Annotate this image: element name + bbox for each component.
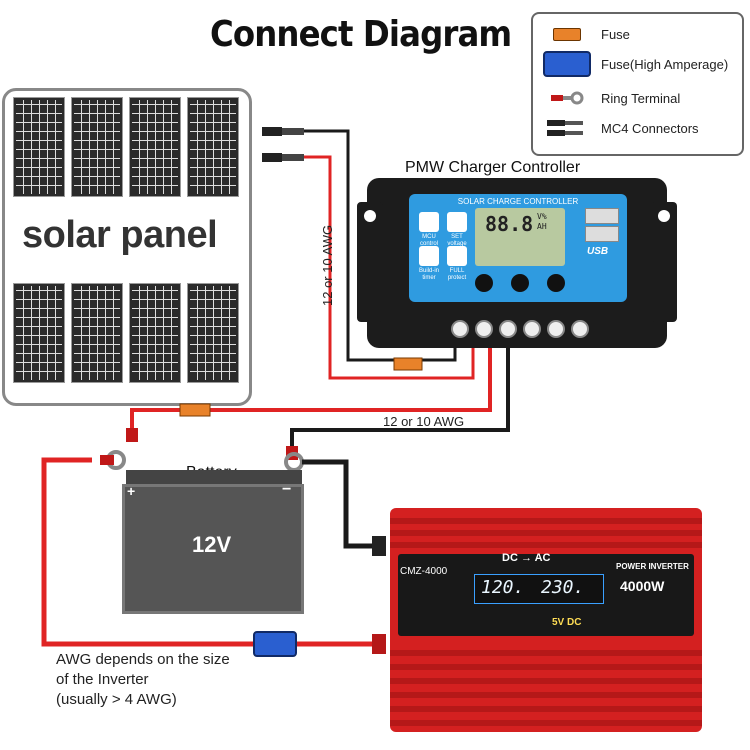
solar-cell [129,283,181,383]
inverter-lcd: 120. 230. [474,574,604,604]
mount-ear [651,202,677,322]
legend: Fuse Fuse(High Amperage) Ring Terminal M… [531,12,744,156]
gear-icon [447,212,467,232]
icon-label: MCU control [419,234,438,247]
screw-terminal [475,320,493,338]
usb-output-label: 5V DC [552,617,582,628]
battery-top [126,470,302,486]
wire-gauge-label: 12 or 10 AWG [383,414,465,429]
ring-terminal-icon [543,91,591,105]
solar-cell [13,283,65,383]
mcu-icon [419,212,439,232]
legend-item-fuse: Fuse [543,22,630,46]
screw-terminal [547,320,565,338]
screw-terminal [451,320,469,338]
battery-voltage: 12V [192,532,232,557]
icon-label: FULL protect [447,268,467,281]
mc4-connector-icon [543,117,591,139]
diagram-title: Connect Diagram [210,14,512,55]
screw-terminal [571,320,589,338]
charge-controller: SOLAR CHARGE CONTROLLER MCU control SET … [357,178,677,348]
solar-cell [129,97,181,197]
legend-label: Fuse(High Amperage) [601,56,729,72]
legend-label: Ring Terminal [601,90,681,106]
controller-title: PMW Charger Controller [405,159,581,176]
mc4-connector-icon [262,127,304,162]
battery-negative: − [282,481,292,498]
note-line: (usually > 4 AWG) [56,691,177,708]
high-amperage-fuse-icon [543,51,591,77]
wire-gauge-label: 12 or 10 AWG [320,224,335,306]
controller-button[interactable] [547,274,565,292]
legend-label: MC4 Connectors [601,120,699,136]
usb-label: USB [587,246,609,257]
screw-terminal [499,320,517,338]
screw-terminal [523,320,541,338]
solar-cell [71,283,123,383]
lock-icon [447,246,467,266]
legend-item-ring-terminal: Ring Terminal [543,86,680,110]
legend-label: Fuse [601,26,630,42]
solar-panel-label: solar panel [22,214,218,256]
awg-note: AWG depends on the size of the Inverter … [56,650,230,710]
controller-button[interactable] [511,274,529,292]
legend-item-mc4: MC4 Connectors [543,116,699,140]
note-line: AWG depends on the size [56,651,230,668]
input-voltage: 120. [481,577,525,598]
power-inverter: DC → AC CMZ-4000 POWER INVERTER 4000W 12… [390,508,702,732]
legend-item-high-fuse: Fuse(High Amperage) [543,51,729,77]
battery [122,484,304,614]
fuse-icon [543,27,591,41]
solar-panel [2,88,252,406]
dc-ac-label: DC → AC [502,552,551,564]
solar-cell [187,97,239,197]
lcd-value: 88.8 [485,212,534,236]
controller-face: SOLAR CHARGE CONTROLLER MCU control SET … [409,194,627,302]
icon-label: SET voltage [447,234,467,247]
output-voltage: 230. [541,577,585,598]
solar-cell [187,283,239,383]
mount-ear [357,202,383,322]
usb-port [585,208,619,224]
icon-label: Build-in timer [418,268,439,281]
inverter-wattage: 4000W [620,578,665,594]
note-line: of the Inverter [56,671,149,688]
controller-face-header: SOLAR CHARGE CONTROLLER [457,197,579,206]
solar-cell [13,97,65,197]
clock-icon [419,246,439,266]
battery-positive: + [127,483,136,499]
controller-button[interactable] [475,274,493,292]
inverter-model: CMZ-4000 [400,566,448,577]
controller-lcd: 88.8 V% AH [475,208,565,266]
lcd-units: V% AH [537,212,547,231]
inverter-brand: POWER INVERTER [616,562,689,571]
solar-cell [71,97,123,197]
usb-port [585,226,619,242]
